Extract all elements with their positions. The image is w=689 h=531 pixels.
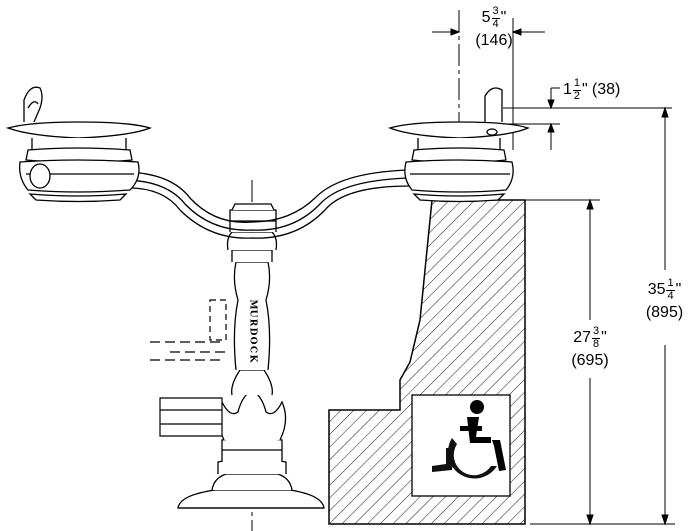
dimension-rim-height-unit: "	[601, 329, 607, 347]
dimension-bowl-offset-metric: (146)	[475, 32, 513, 50]
brand-logo-letter: K	[247, 354, 258, 363]
accessibility-sign-panel	[411, 394, 511, 497]
dimension-bowl-offset-whole: 5	[481, 9, 491, 27]
dimension-rim-height-whole: 27	[573, 329, 591, 347]
dimension-bowl-offset-numerator: 3	[491, 5, 500, 19]
dimension-spout-height-whole: 1	[563, 81, 572, 99]
dimension-lines	[432, 28, 675, 526]
pedestal	[177, 203, 325, 509]
dimension-bowl-offset-denominator: 4	[492, 17, 499, 30]
wall-section	[328, 199, 526, 525]
dimension-overall-height-metric: (895)	[645, 304, 684, 322]
dimension-spout-height-denominator: 2	[573, 89, 581, 102]
dimension-spout-height-unit: "	[582, 81, 588, 99]
dimension-overall-height-unit: "	[675, 281, 682, 299]
lower-spout-hidden	[150, 299, 227, 437]
dimension-overall-height-denominator: 4	[667, 289, 674, 302]
right-bowl	[388, 87, 530, 203]
dimension-rim-height-metric: (695)	[571, 352, 609, 370]
dimension-overall-height-numerator: 1	[666, 277, 675, 291]
wheelchair-accessibility-icon	[432, 400, 506, 479]
dimension-spout-height-metric: (38)	[591, 81, 621, 99]
dimension-rim-height-numerator: 3	[591, 325, 601, 339]
dimension-rim-height-denominator: 8	[592, 337, 600, 350]
dimension-spout-height-numerator: 1	[572, 77, 582, 91]
connecting-arm	[121, 169, 411, 239]
dimension-overall-height-whole: 35	[647, 281, 666, 299]
dimension-bowl-offset-unit: "	[500, 9, 507, 27]
left-bowl	[5, 86, 152, 203]
